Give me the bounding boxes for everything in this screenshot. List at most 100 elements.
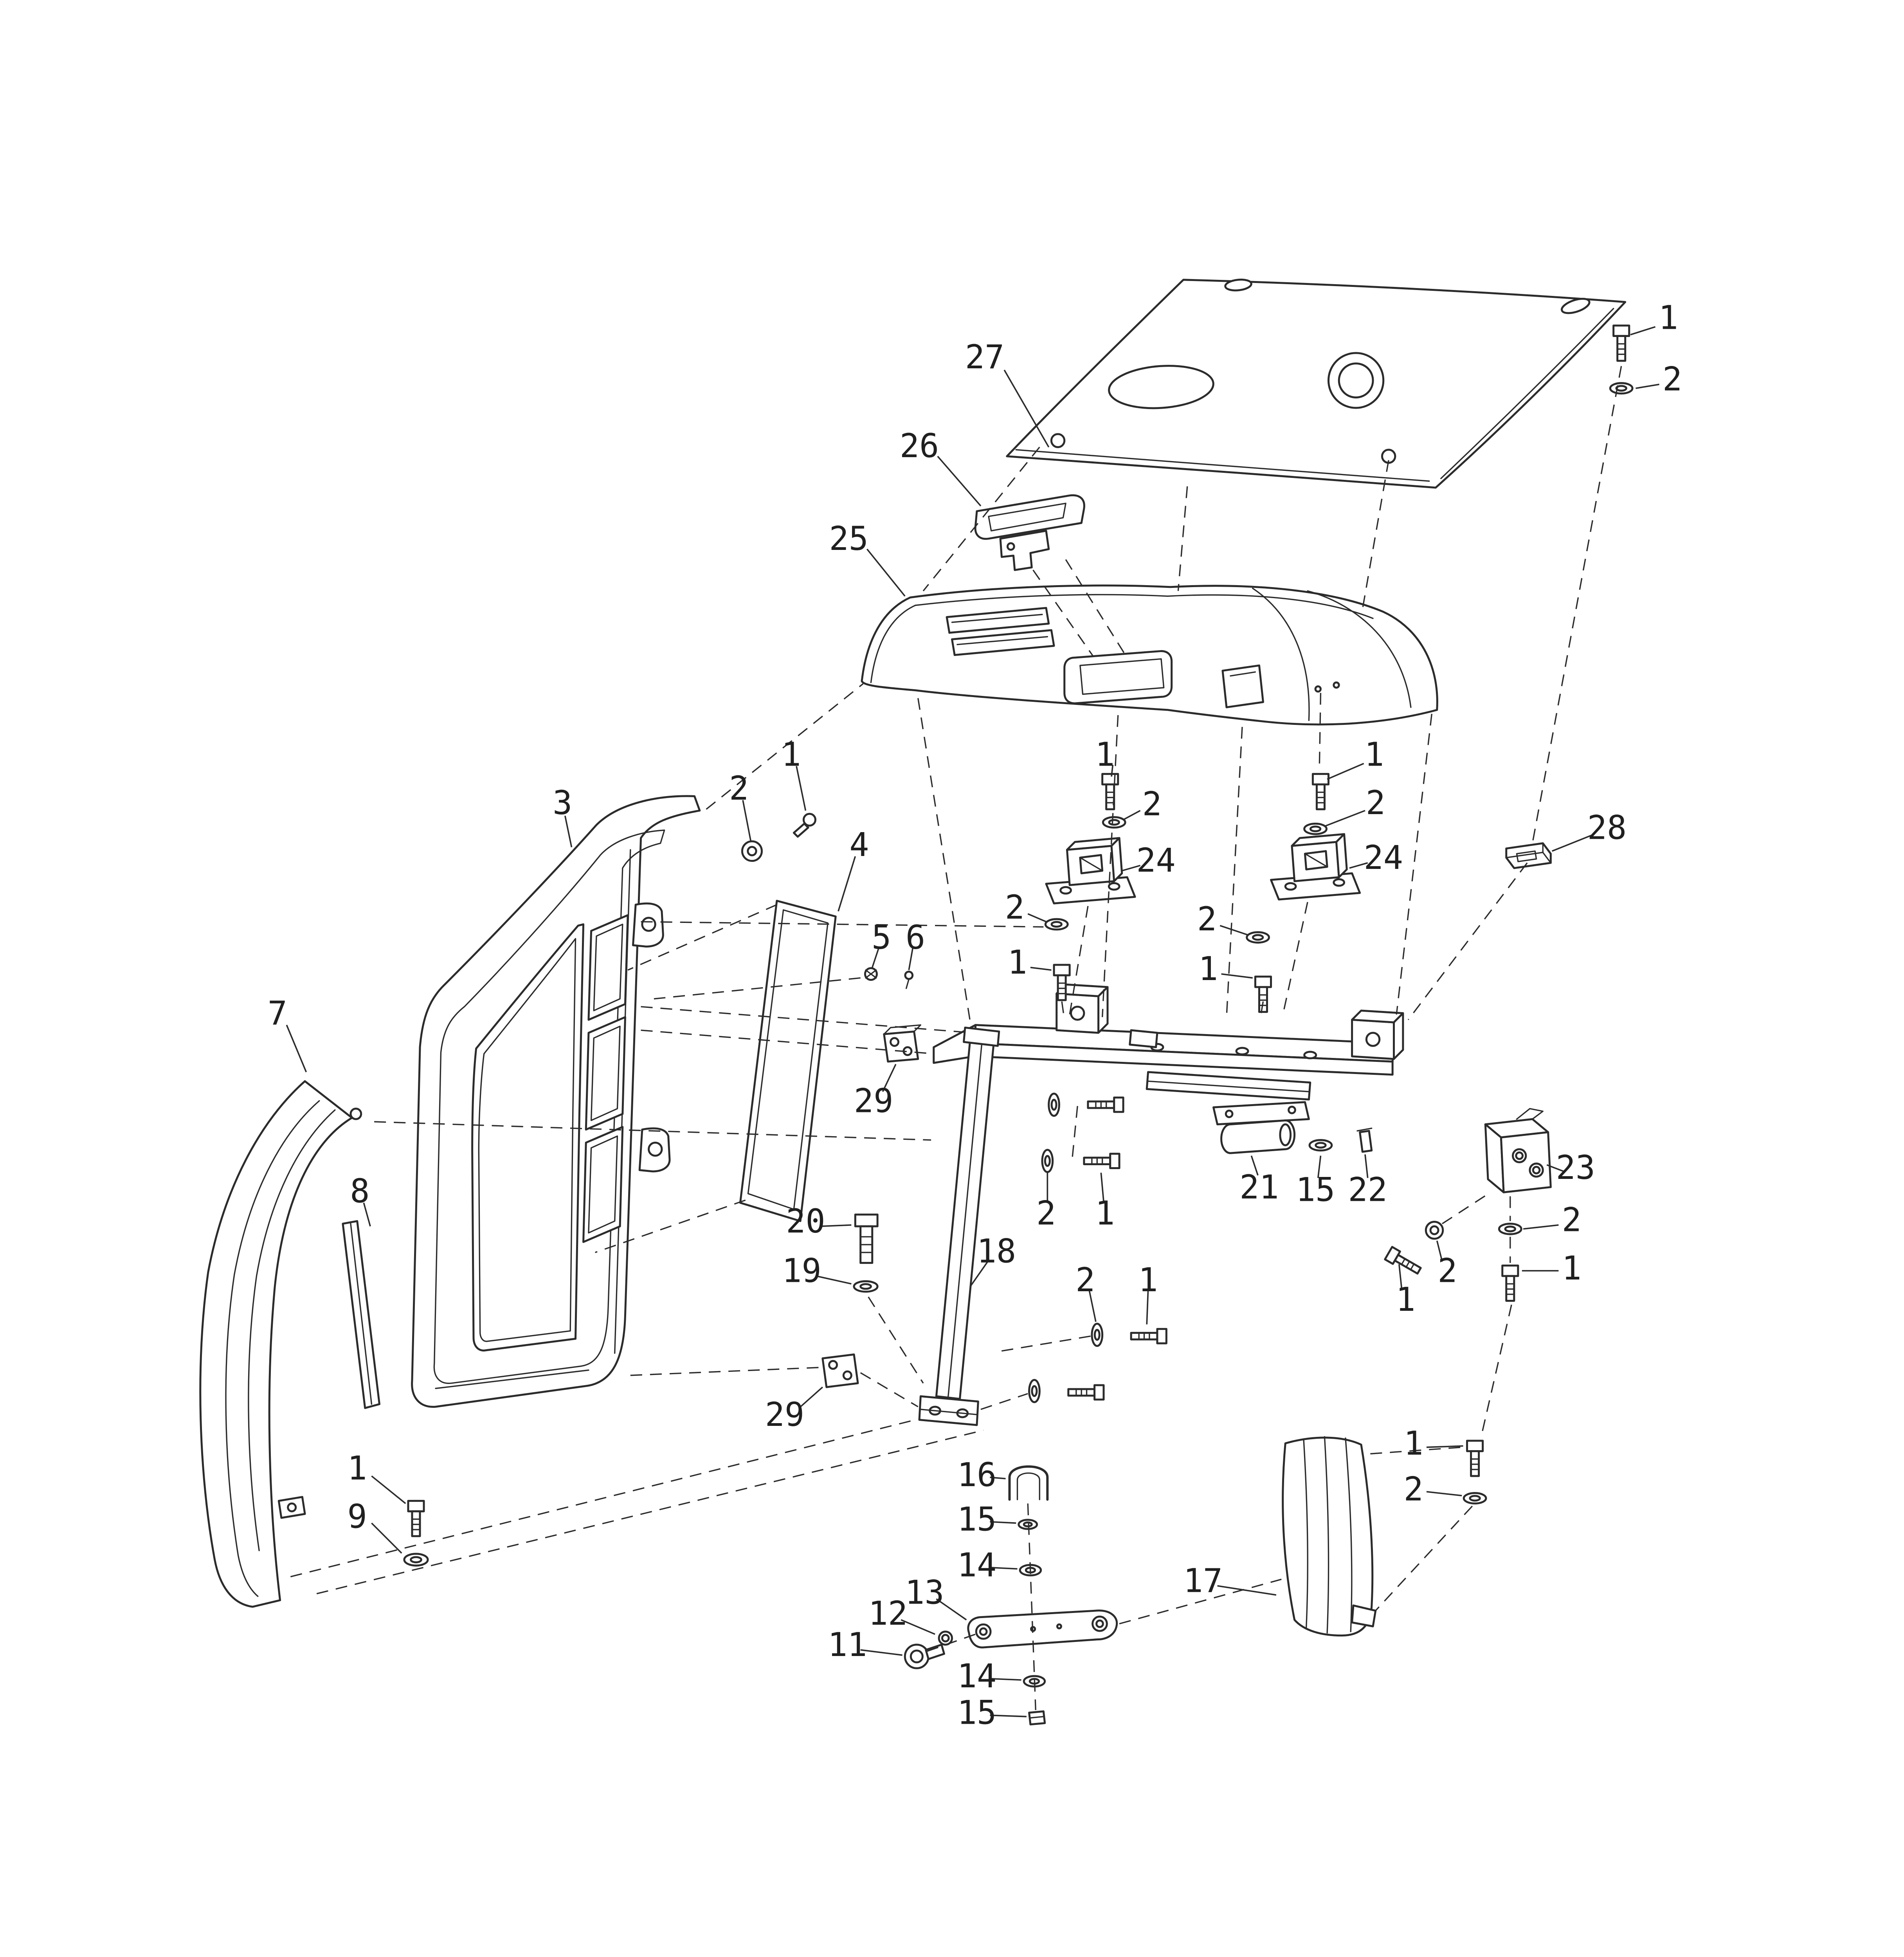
callout-2: 2 — [1562, 1200, 1582, 1239]
diagram-art — [199, 278, 1632, 1726]
bolt — [1068, 1385, 1104, 1400]
leader-line-1 — [1398, 1264, 1403, 1289]
leader-line-15 — [1317, 1155, 1322, 1178]
leader-line-1 — [1221, 973, 1253, 979]
part-15-nut-lower — [1028, 1710, 1046, 1726]
leader-line-25 — [866, 548, 906, 597]
callout-1: 1 — [1138, 1261, 1158, 1299]
callout-1: 1 — [1095, 1194, 1115, 1233]
callout-28: 28 — [1587, 808, 1627, 847]
callout-2: 2 — [1075, 1261, 1095, 1299]
washer — [1247, 932, 1269, 943]
leader-line-1 — [1630, 326, 1656, 335]
leader-line-24 — [1349, 862, 1368, 869]
callout-1: 1 — [1007, 943, 1027, 981]
leader-line-1 — [1327, 763, 1364, 780]
bolt — [1088, 1097, 1123, 1112]
leader-line-2 — [1436, 1240, 1443, 1262]
callout-1: 1 — [348, 1449, 367, 1487]
callout-1: 1 — [1198, 950, 1218, 988]
leader-line-23 — [1546, 1164, 1564, 1172]
leader-line-2 — [1426, 1491, 1462, 1497]
leader-line-14 — [990, 1678, 1021, 1681]
leader-line-2 — [1219, 925, 1248, 936]
leader-line-29 — [798, 1386, 823, 1409]
part-7-front-pillar-panel — [199, 1080, 362, 1608]
callout-16: 16 — [957, 1456, 997, 1494]
callout-12: 12 — [868, 1594, 908, 1633]
leader-line-24 — [1122, 865, 1140, 872]
washer — [1304, 824, 1327, 834]
washer — [1092, 1324, 1102, 1346]
leader-line-1 — [1426, 1445, 1463, 1448]
leader-line-15 — [990, 1521, 1016, 1524]
callout-6: 6 — [906, 918, 925, 957]
leader-line-21 — [1250, 1155, 1259, 1176]
callout-15: 15 — [1296, 1171, 1335, 1209]
leader-line-2 — [1636, 384, 1659, 389]
leader-line-1 — [371, 1475, 406, 1504]
part-13-bracket-plate — [967, 1609, 1118, 1649]
leader-line-2 — [1123, 810, 1141, 820]
leader-line-29 — [882, 1064, 897, 1092]
callout-7: 7 — [268, 994, 287, 1033]
callout-2: 2 — [1437, 1252, 1457, 1290]
grommet-right — [1425, 1220, 1444, 1240]
part-24-hinge-bracket-right — [1270, 833, 1361, 901]
leader-line-12 — [901, 1619, 935, 1635]
bolt — [1131, 1329, 1166, 1343]
leader-line-2 — [1088, 1290, 1097, 1322]
washer — [1499, 1224, 1521, 1234]
callout-24: 24 — [1364, 838, 1403, 877]
bolt — [1502, 1265, 1518, 1301]
washer — [1610, 383, 1632, 394]
leader-line-22 — [1364, 1154, 1369, 1178]
callout-1: 1 — [1562, 1249, 1582, 1287]
leader-line-14 — [990, 1567, 1018, 1570]
callout-9: 9 — [348, 1497, 367, 1536]
callout-2: 2 — [1366, 784, 1385, 822]
leader-line-9 — [371, 1523, 402, 1554]
part-12-nut — [938, 1631, 953, 1646]
callout-2: 2 — [1142, 785, 1162, 823]
callout-14: 14 — [957, 1546, 997, 1584]
leader-line-11 — [860, 1649, 902, 1656]
leader-line-2 — [1523, 1224, 1559, 1230]
washer — [1310, 1140, 1332, 1151]
part-8-seal-strip — [342, 1220, 380, 1409]
part-23-mount-bracket — [1484, 1108, 1552, 1193]
callout-18: 18 — [977, 1232, 1016, 1270]
bolt — [408, 1501, 424, 1536]
leader-line-1 — [1111, 764, 1114, 777]
leader-line-15 — [990, 1714, 1027, 1717]
door-screw — [793, 813, 816, 838]
leader-line-20 — [820, 1224, 852, 1227]
part-25-cowl-panel — [861, 584, 1438, 726]
washer — [1042, 1150, 1053, 1172]
leader-line-2 — [742, 800, 751, 841]
callout-27: 27 — [965, 338, 1005, 376]
bolt — [1467, 1441, 1483, 1476]
leader-line-1 — [1100, 1173, 1104, 1202]
callout-21: 21 — [1239, 1168, 1279, 1206]
leader-line-28 — [1551, 834, 1592, 852]
washer — [1103, 817, 1125, 828]
part-20-bolt — [854, 1213, 879, 1264]
callout-1: 1 — [1364, 735, 1384, 773]
callout-17: 17 — [1183, 1561, 1223, 1600]
callout-15: 15 — [957, 1694, 997, 1732]
callout-1: 1 — [782, 735, 801, 773]
bolt — [1084, 1154, 1119, 1168]
callout-8: 8 — [350, 1172, 369, 1210]
callout-2: 2 — [1005, 888, 1025, 926]
part-5-screw — [864, 967, 878, 981]
leader-line-4 — [838, 856, 856, 912]
callout-24: 24 — [1136, 841, 1176, 879]
leader-line-2 — [1027, 913, 1047, 923]
leader-line-27 — [1003, 369, 1050, 448]
leader-line-1 — [796, 766, 807, 811]
callout-29: 29 — [765, 1395, 805, 1434]
callout-15: 15 — [957, 1500, 997, 1538]
